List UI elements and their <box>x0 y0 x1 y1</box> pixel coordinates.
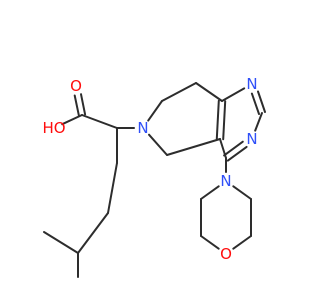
bond-double-b <box>226 145 248 162</box>
atom-label-o1: O <box>70 77 82 95</box>
bond-double-a <box>215 99 220 140</box>
bond-single <box>200 185 220 200</box>
bond-double-a <box>223 140 244 157</box>
bond-single <box>77 212 109 254</box>
bond-single <box>107 162 118 214</box>
bond-single <box>81 114 118 129</box>
atom-label-om: O <box>220 245 232 263</box>
bond-single <box>232 185 252 200</box>
bond-single <box>161 82 197 102</box>
bond-double-a <box>80 93 87 116</box>
bond-single <box>254 112 263 132</box>
molecule-structure-diagram: O HO N N N N O <box>42 75 266 278</box>
atom-label-nm: N <box>220 172 231 190</box>
bond-double-b <box>257 90 266 113</box>
bond-double-b <box>222 100 227 141</box>
atom-label-n6: N <box>137 119 148 137</box>
bond-single <box>219 138 227 159</box>
bond-single <box>195 82 223 102</box>
atom-label-n3: N <box>246 130 257 148</box>
bond-single <box>232 235 252 250</box>
bond-single <box>43 231 79 254</box>
bond-single <box>61 114 83 126</box>
atom-label-o2: HO <box>42 119 65 137</box>
bond-double-b <box>73 94 80 117</box>
atom-label-n1: N <box>246 75 257 93</box>
bond-single <box>221 87 246 102</box>
atom-labels-layer: O HO N N N N O <box>42 75 257 263</box>
bond-single <box>148 133 168 156</box>
bond-single <box>166 138 221 156</box>
bond-single <box>147 100 163 122</box>
bond-double-a <box>250 92 260 115</box>
bonds-layer <box>43 82 266 278</box>
bond-single <box>200 235 220 250</box>
